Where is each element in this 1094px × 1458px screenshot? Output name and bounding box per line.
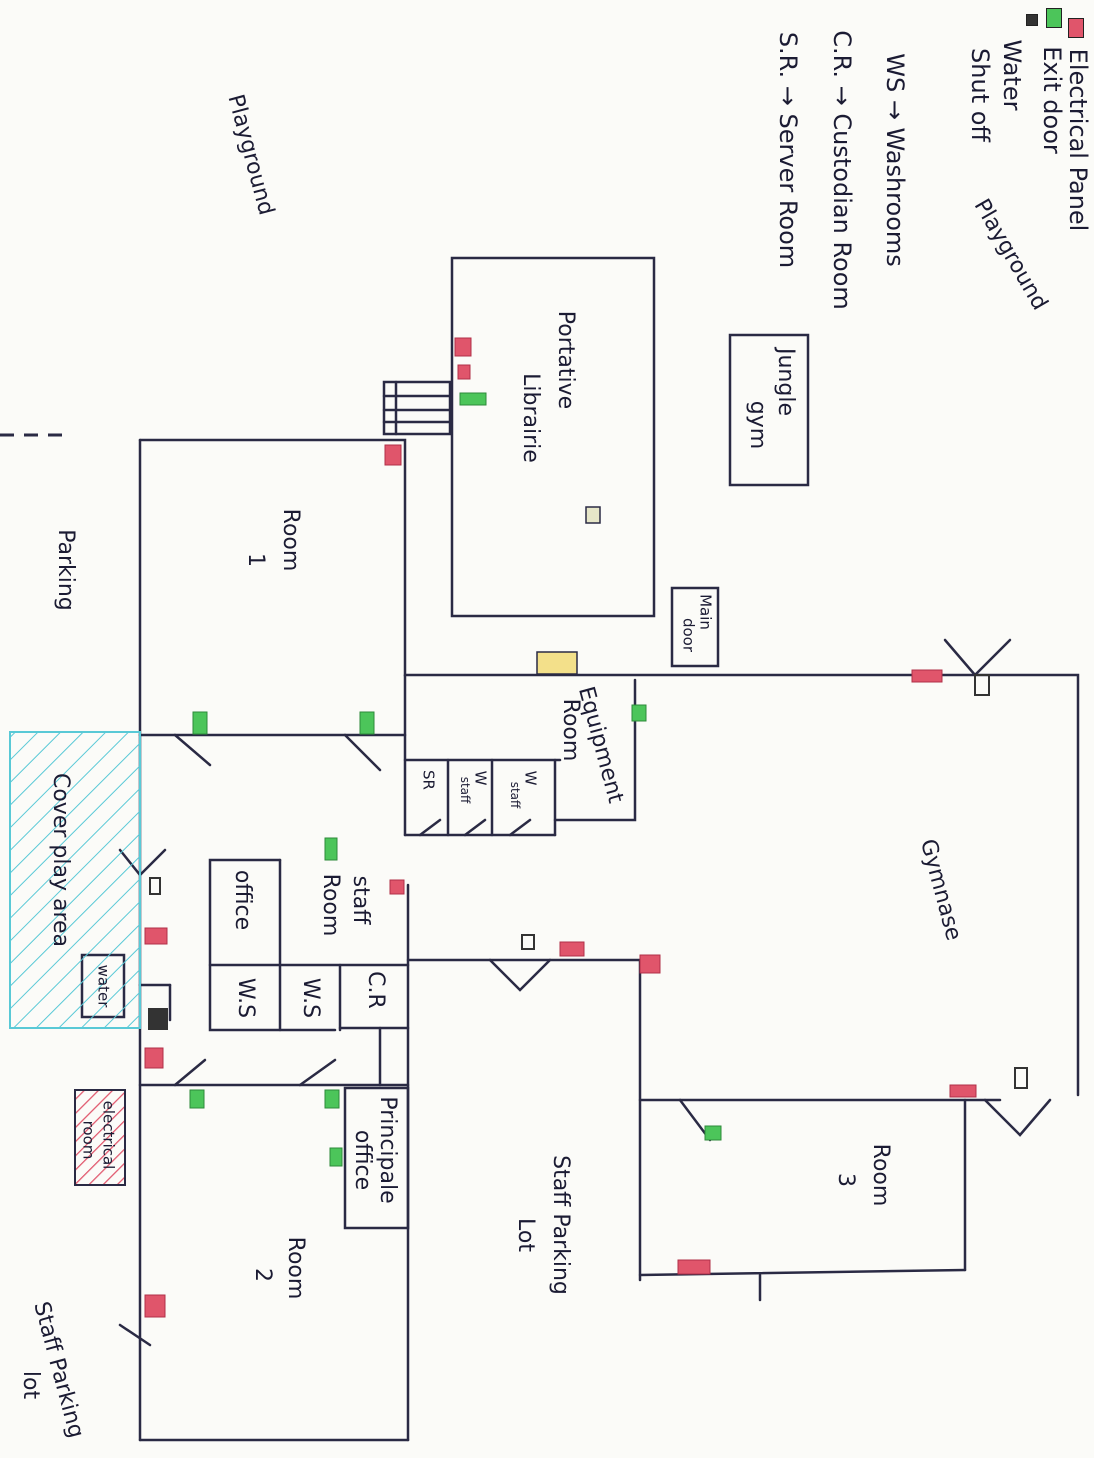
jungle-label-1: Jungle xyxy=(773,348,798,416)
portable-label-2: Librairie xyxy=(518,373,543,463)
office-label: office xyxy=(230,869,255,931)
room2-label-b: 2 xyxy=(250,1268,275,1282)
staff-parking-mid-1: Staff Parking xyxy=(548,1155,573,1295)
jungle-gym xyxy=(728,333,810,487)
legend-exit-door: Exit door xyxy=(1038,46,1066,154)
staff-room-label-1: staff xyxy=(348,875,373,925)
legend-water-line2: Shut off xyxy=(966,48,994,142)
room3-label-a: Room xyxy=(868,1143,893,1207)
exit-doors xyxy=(189,392,722,1167)
cover-play-label: Cover play area xyxy=(48,772,73,948)
principal-label-2: office xyxy=(350,1129,375,1191)
portable-stairs xyxy=(382,380,452,436)
legend-exit-swatch xyxy=(1046,8,1062,28)
ws-staff-label-2: staff xyxy=(458,776,472,804)
staff-room-label-2: Room xyxy=(318,873,343,937)
jungle-label-2: gym xyxy=(745,400,770,450)
electrical-room-label-1: electrical xyxy=(99,1100,118,1170)
main-door-label-1: Main xyxy=(696,594,715,630)
staff-parking-mid-2: Lot xyxy=(513,1218,538,1252)
legend-electrical-swatch xyxy=(1068,18,1084,38)
parking-label: Parking xyxy=(53,529,78,611)
electrical-panels xyxy=(144,337,977,1318)
ws-staff2-label-2: staff xyxy=(508,781,522,809)
legend-sr: S.R. → Server Room xyxy=(774,31,802,269)
legend-cr: C.R. → Custodian Room xyxy=(828,30,856,310)
main-door-label-2: door xyxy=(679,617,698,653)
electrical-room-label-2: room xyxy=(79,1120,98,1160)
principal-label-1: Principale xyxy=(375,1096,400,1204)
equipment-label-2: Room xyxy=(558,698,583,762)
ws-a-label: W.S xyxy=(233,977,258,1019)
principal-office xyxy=(343,1086,410,1230)
legend-ws: WS → Washrooms xyxy=(881,53,909,267)
water-shutoffs xyxy=(148,674,1028,1089)
electrical-room-fill xyxy=(74,1089,126,1186)
room1-label-b: 1 xyxy=(243,553,268,567)
ws-b-label: W.S xyxy=(298,977,323,1019)
ws-staff2-label-1: W xyxy=(521,770,540,786)
legend-water-line1: Water xyxy=(998,39,1026,111)
room2-label-a: Room xyxy=(283,1236,308,1300)
legend-electrical-panel: Electrical Panel xyxy=(1064,48,1092,232)
ws-staff-label-1: W xyxy=(471,770,490,786)
portable-label-1: Portative xyxy=(553,310,578,410)
cr-label: C.R xyxy=(363,971,388,1009)
sr-label: SR xyxy=(419,770,438,790)
main-door-box xyxy=(670,586,720,668)
water-label: water xyxy=(94,964,113,1008)
room1-label-a: Room xyxy=(278,508,303,572)
room3-label-b: 3 xyxy=(833,1173,858,1187)
portable-building xyxy=(450,256,656,618)
legend-water-swatch xyxy=(1026,14,1038,26)
staff-parking-bottom-2: lot xyxy=(18,1370,43,1400)
cover-play-area-fill xyxy=(9,731,141,1029)
